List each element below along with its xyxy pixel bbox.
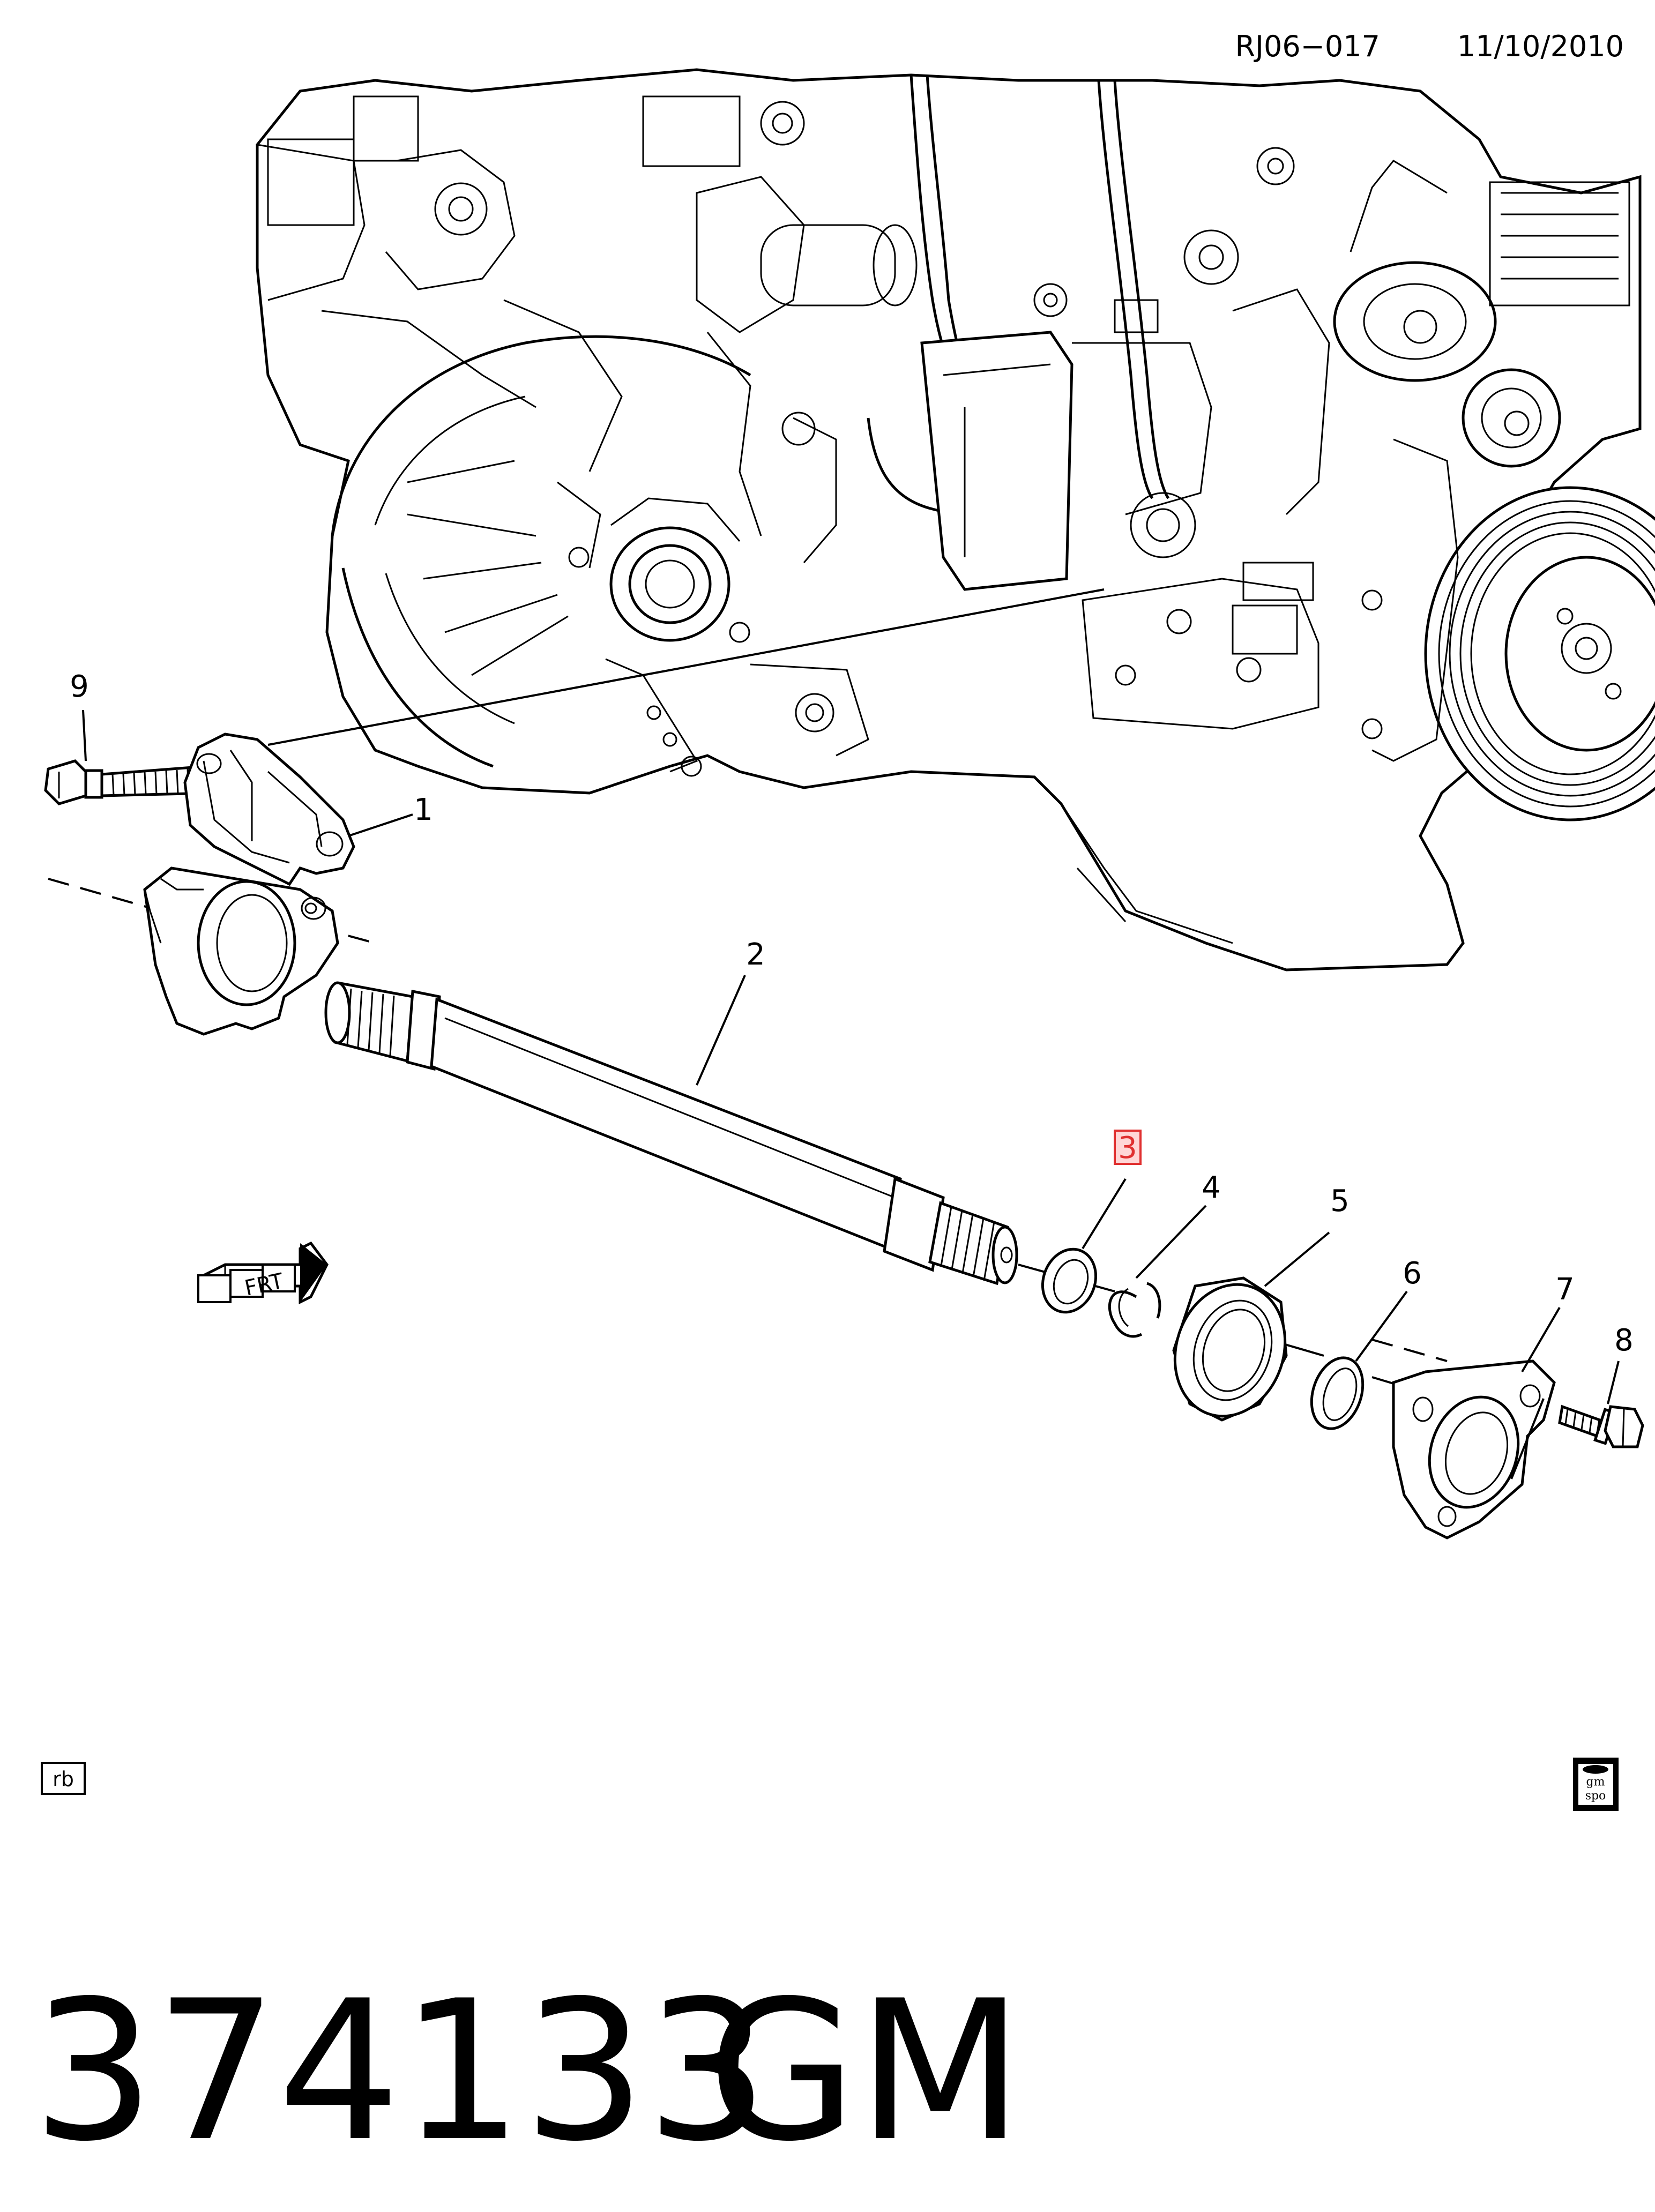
part-2-intermediate-shaft bbox=[324, 981, 1018, 1286]
leader-2 bbox=[696, 975, 746, 1086]
illustration-date: 11/10/2010 bbox=[1457, 29, 1624, 63]
brand-name: GM bbox=[707, 1959, 1024, 2184]
gm-logo-text: gm bbox=[1586, 1775, 1605, 1789]
part-5-bearing bbox=[1172, 1276, 1288, 1422]
callout-6: 6 bbox=[1403, 1256, 1422, 1291]
part-8-bolt bbox=[1558, 1404, 1644, 1448]
rb-badge-label: rb bbox=[53, 1767, 74, 1791]
part-4-retaining-ring bbox=[1108, 1282, 1161, 1338]
part-6-snap-ring bbox=[1310, 1356, 1365, 1430]
leader-8 bbox=[1607, 1361, 1620, 1404]
leader-1 bbox=[348, 813, 413, 837]
callout-7: 7 bbox=[1555, 1272, 1575, 1307]
gm-spo-logo-icon: gm spo bbox=[1573, 1758, 1619, 1811]
front-arrow-icon: FRT bbox=[197, 1241, 329, 1305]
leader-3 bbox=[1082, 1178, 1127, 1250]
alignment-line-bracket bbox=[267, 588, 1105, 746]
leader-7 bbox=[1510, 1306, 1561, 1479]
bearing-housing bbox=[143, 866, 339, 1036]
engine-transaxle-assembly bbox=[256, 68, 1655, 972]
shaft-axis-end bbox=[1371, 1339, 1448, 1362]
callout-1: 1 bbox=[414, 793, 433, 827]
leader-6 bbox=[1355, 1290, 1408, 1362]
crank-pulley bbox=[1424, 486, 1655, 821]
callout-4: 4 bbox=[1202, 1170, 1221, 1205]
part-3-snap-ring bbox=[1041, 1247, 1098, 1314]
shaft-axis-left bbox=[48, 878, 161, 912]
callout-9: 9 bbox=[70, 669, 89, 704]
rb-badge: rb bbox=[41, 1762, 86, 1795]
leader-9 bbox=[82, 709, 87, 761]
callout-5: 5 bbox=[1330, 1184, 1350, 1219]
callout-3-highlight-box bbox=[1114, 1130, 1142, 1165]
part-number: 374133 bbox=[32, 1959, 769, 2184]
callout-8: 8 bbox=[1614, 1323, 1634, 1358]
illustration-code: RJ06−017 bbox=[1235, 29, 1380, 63]
callout-2: 2 bbox=[746, 937, 765, 972]
part-7-flange-plate bbox=[1392, 1359, 1556, 1540]
leader-4 bbox=[1135, 1205, 1207, 1279]
spo-logo-text: spo bbox=[1585, 1789, 1606, 1803]
callout-3: 3 bbox=[1118, 1131, 1137, 1165]
part-1-bracket bbox=[183, 733, 355, 886]
leader-5 bbox=[1264, 1231, 1330, 1287]
